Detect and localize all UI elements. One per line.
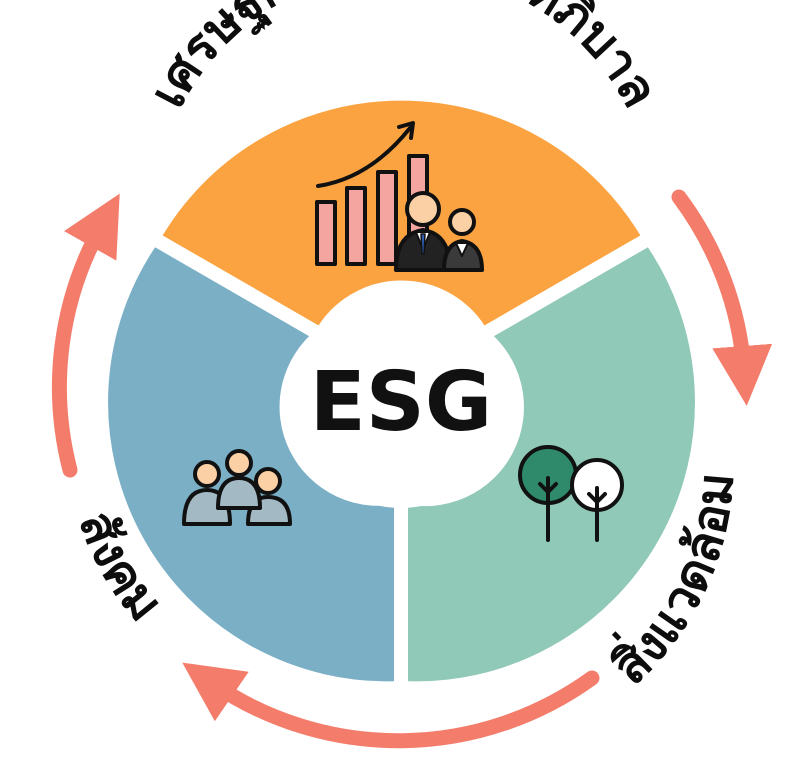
arrow-governance-to-environment <box>671 189 773 406</box>
business-growth-icon <box>315 121 484 272</box>
esg-ring <box>94 86 709 696</box>
trees-icon <box>518 445 624 542</box>
center-circle <box>293 292 509 508</box>
cycle-arrows <box>51 189 773 749</box>
center-label: ESG <box>310 355 492 450</box>
people-group-icon <box>182 449 292 526</box>
arrow-social-to-governance <box>51 193 120 478</box>
segment-governance <box>146 86 657 342</box>
arrow-environment-to-social <box>182 662 600 749</box>
